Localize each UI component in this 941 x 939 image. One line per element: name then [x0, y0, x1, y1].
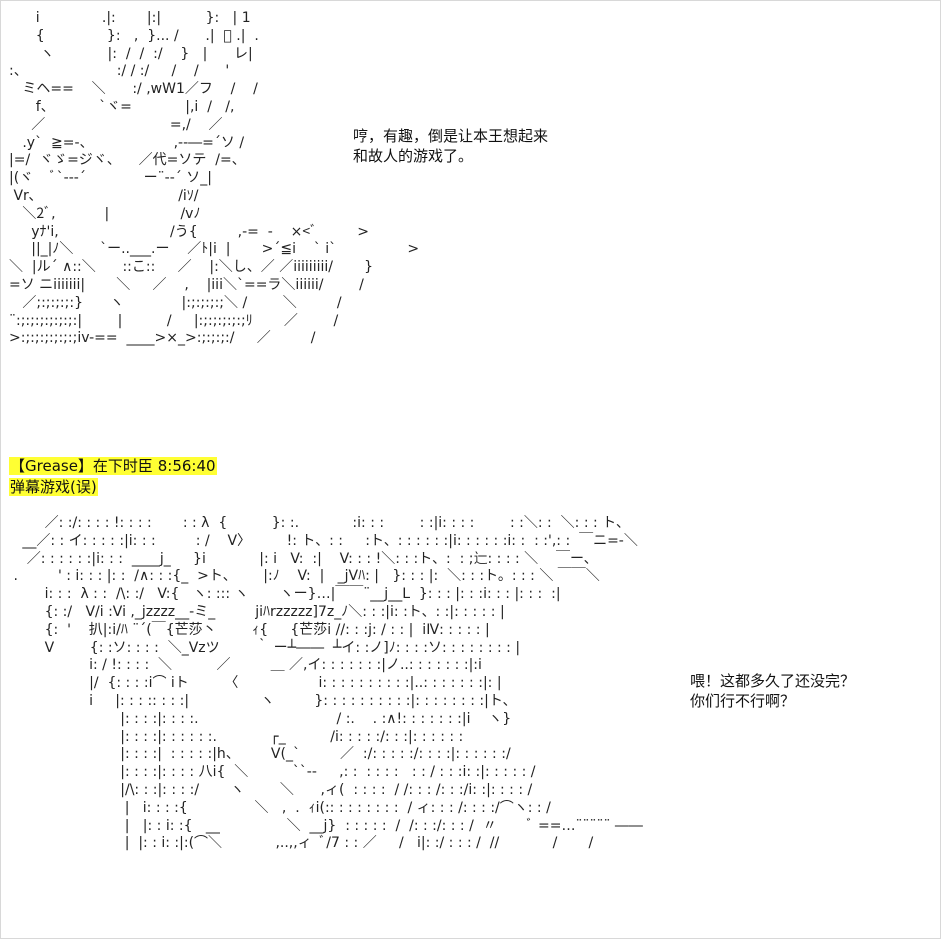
- ascii-art-line: :、 :/ / :/ / / ': [9, 63, 230, 80]
- ascii-art-line: {: :/ V/i :Vi ,_jzzzz__-ミ_ jiﾊrzzzzz]7z_…: [9, 603, 505, 620]
- ascii-art-line: i .|: |:| }: | 1: [9, 10, 251, 26]
- ascii-art-line: f、 `ヾ= |,i / /,: [9, 98, 235, 115]
- ascii-art-line: |/\: : :|: : : :/ ヽ ＼ ,ィ( : : : : / /: :…: [9, 781, 533, 798]
- ascii-art-line: |: : : :|: : : : 八i{ ＼ ``-- ,: : : : : :…: [9, 764, 536, 781]
- ascii-art-bottom: ／: :/: : : : !: : : : : : λ { }: :. :i: …: [9, 515, 643, 853]
- ascii-art-line: .y` ≧=-、 ,--―=´ソ /: [9, 134, 245, 151]
- ascii-art-line: ／: :/: : : : !: : : : : : λ { }: :. :i: …: [9, 515, 630, 531]
- ascii-art-line: | |: : i: :{ __ ＼ __j} : : : : : / /: : …: [9, 817, 643, 834]
- ascii-art-line: ||_|ﾉ＼ `ー..___.ー ／ﾄ|i | >´≦i ` i` >: [9, 241, 420, 258]
- speech-line: 你们行不行啊？: [690, 692, 796, 710]
- speech-line: 和故人的游戏了。: [353, 147, 474, 165]
- post-header: 【Grease】在下时臣 8:56:40 弹幕游戏(误): [9, 456, 217, 498]
- ascii-art-line: | i: : : :{ ＼ , . ｨi(:: : : : : : : : / …: [9, 799, 551, 816]
- post-author: 【Grease】在下时臣: [10, 457, 153, 475]
- ascii-art-line: =ソ ニiiiiiii| ＼ ／ , |iii＼`==ラ＼iiiiii/ /: [9, 276, 364, 293]
- speech-line: 喂！这都多久了还没完？: [690, 672, 856, 690]
- post-header-line1: 【Grease】在下时臣 8:56:40: [9, 456, 217, 477]
- post-time: 8:56:40: [157, 457, 216, 475]
- ascii-art-line: |: : : :|: : : :. / :. . :∧!: : : : : : …: [9, 710, 512, 727]
- ascii-art-line: ／;:;:;:;:} ヽ |:;:;:;:;＼ / ＼ /: [9, 294, 342, 311]
- ascii-art-line: ＼2ﾞ, | /vﾉ: [9, 205, 201, 222]
- ascii-art-line: ＼ |ル´ ∧::＼ ::こ:: ／ |:＼し、／ ／iiiiiiiii/ }: [9, 259, 374, 276]
- ascii-art-line: i: / !: : : : ＼ ／ ＿ ／,イ: : : : : : :|ノ..…: [9, 657, 482, 674]
- post-title: 弹幕游戏(误): [9, 478, 98, 496]
- ascii-art-line: |=/ ヾゞ=ジヾ、 ／代=ソテ /=、: [9, 152, 246, 169]
- ascii-art-line: Ⅴr､ /iｿ/: [9, 187, 199, 204]
- ascii-art-line: yﾅ'i, /う{ ,-= - ×<ﾞ >: [9, 223, 369, 240]
- ascii-art-line: |/ {: : : :i⌒ iト 〈 i: : : : : : : : : :|…: [9, 675, 502, 692]
- ascii-art-line: {: ' 扒|:i/ﾊ ¨´(￣{芒莎丶 ｨ{ {芒莎i //: : :j: /…: [9, 621, 490, 638]
- ascii-art-line: V {: :ソ: : : : ＼_Vzツ ｀ ー┴―― ┴イ: :ノ]ﾉ: : …: [9, 639, 521, 656]
- ascii-art-line: ／ =,/ ／: [9, 116, 223, 133]
- speech-text-top: 哼，有趣，倒是让本王想起来和故人的游戏了。: [353, 126, 548, 166]
- speech-line: 哼，有趣，倒是让本王想起来: [353, 127, 549, 145]
- ascii-art-line: ／: : : : : :|i: : : ____j_ }i |: i V: :|…: [9, 550, 591, 567]
- speech-text-bottom: 喂！这都多久了还没完？ 你们行不行啊？: [690, 671, 855, 711]
- ascii-art-line: |(ヾ ﾞ`---´ ー¨--´ ソ_|: [9, 170, 212, 187]
- ascii-art-line: |: : : :|: : : : : :. ┌_ /i: : : : :/: :…: [9, 728, 464, 745]
- ascii-art-line: i |: : : :: : : :| ヽ }: : : : : : : : : …: [9, 692, 517, 709]
- ascii-art-line: >:;:;:;:;:;:;iv-== ____>×_>:;:;:;:/ ／ /: [9, 330, 316, 347]
- ascii-art-line: ¨:;:;:;:;:;:;:| | / |:;:;:;:;:;ﾘ ／ /: [9, 312, 339, 329]
- ascii-art-line: . ' : i: : : |: : /∧: : :{_ >ト、 |:ﾉ V: |…: [9, 568, 605, 585]
- ascii-art-line: { }: , }... / .| ﾞ .| .: [9, 27, 259, 44]
- ascii-art-line: ミヘ== ＼ :/ ,wW1／フ / /: [9, 81, 258, 98]
- ascii-art-line: __／: : イ: : : : :|i: : : : / V〉 !: ト、: :…: [9, 532, 638, 549]
- ascii-art-line: | |: : i: :|:(⌒＼ ,..,,ィ ﾞ/7 : : ／ / i|: …: [9, 835, 594, 852]
- ascii-art-line: i: : : λ : : /\: :/ V:{ ヽ: ::: ヽ ヽー}…|￣￣…: [9, 586, 561, 603]
- ascii-art-line: ヽ |: / / :/ } | レ|: [9, 45, 253, 62]
- ascii-art-top: i .|: |:| }: | 1 { }: , }... / .| ﾞ .| .…: [9, 10, 419, 348]
- post-title-line: 弹幕游戏(误): [9, 477, 217, 498]
- ascii-art-line: |: : : :| : : : : :|h、 V(_` ／ :/: : : : …: [9, 746, 511, 763]
